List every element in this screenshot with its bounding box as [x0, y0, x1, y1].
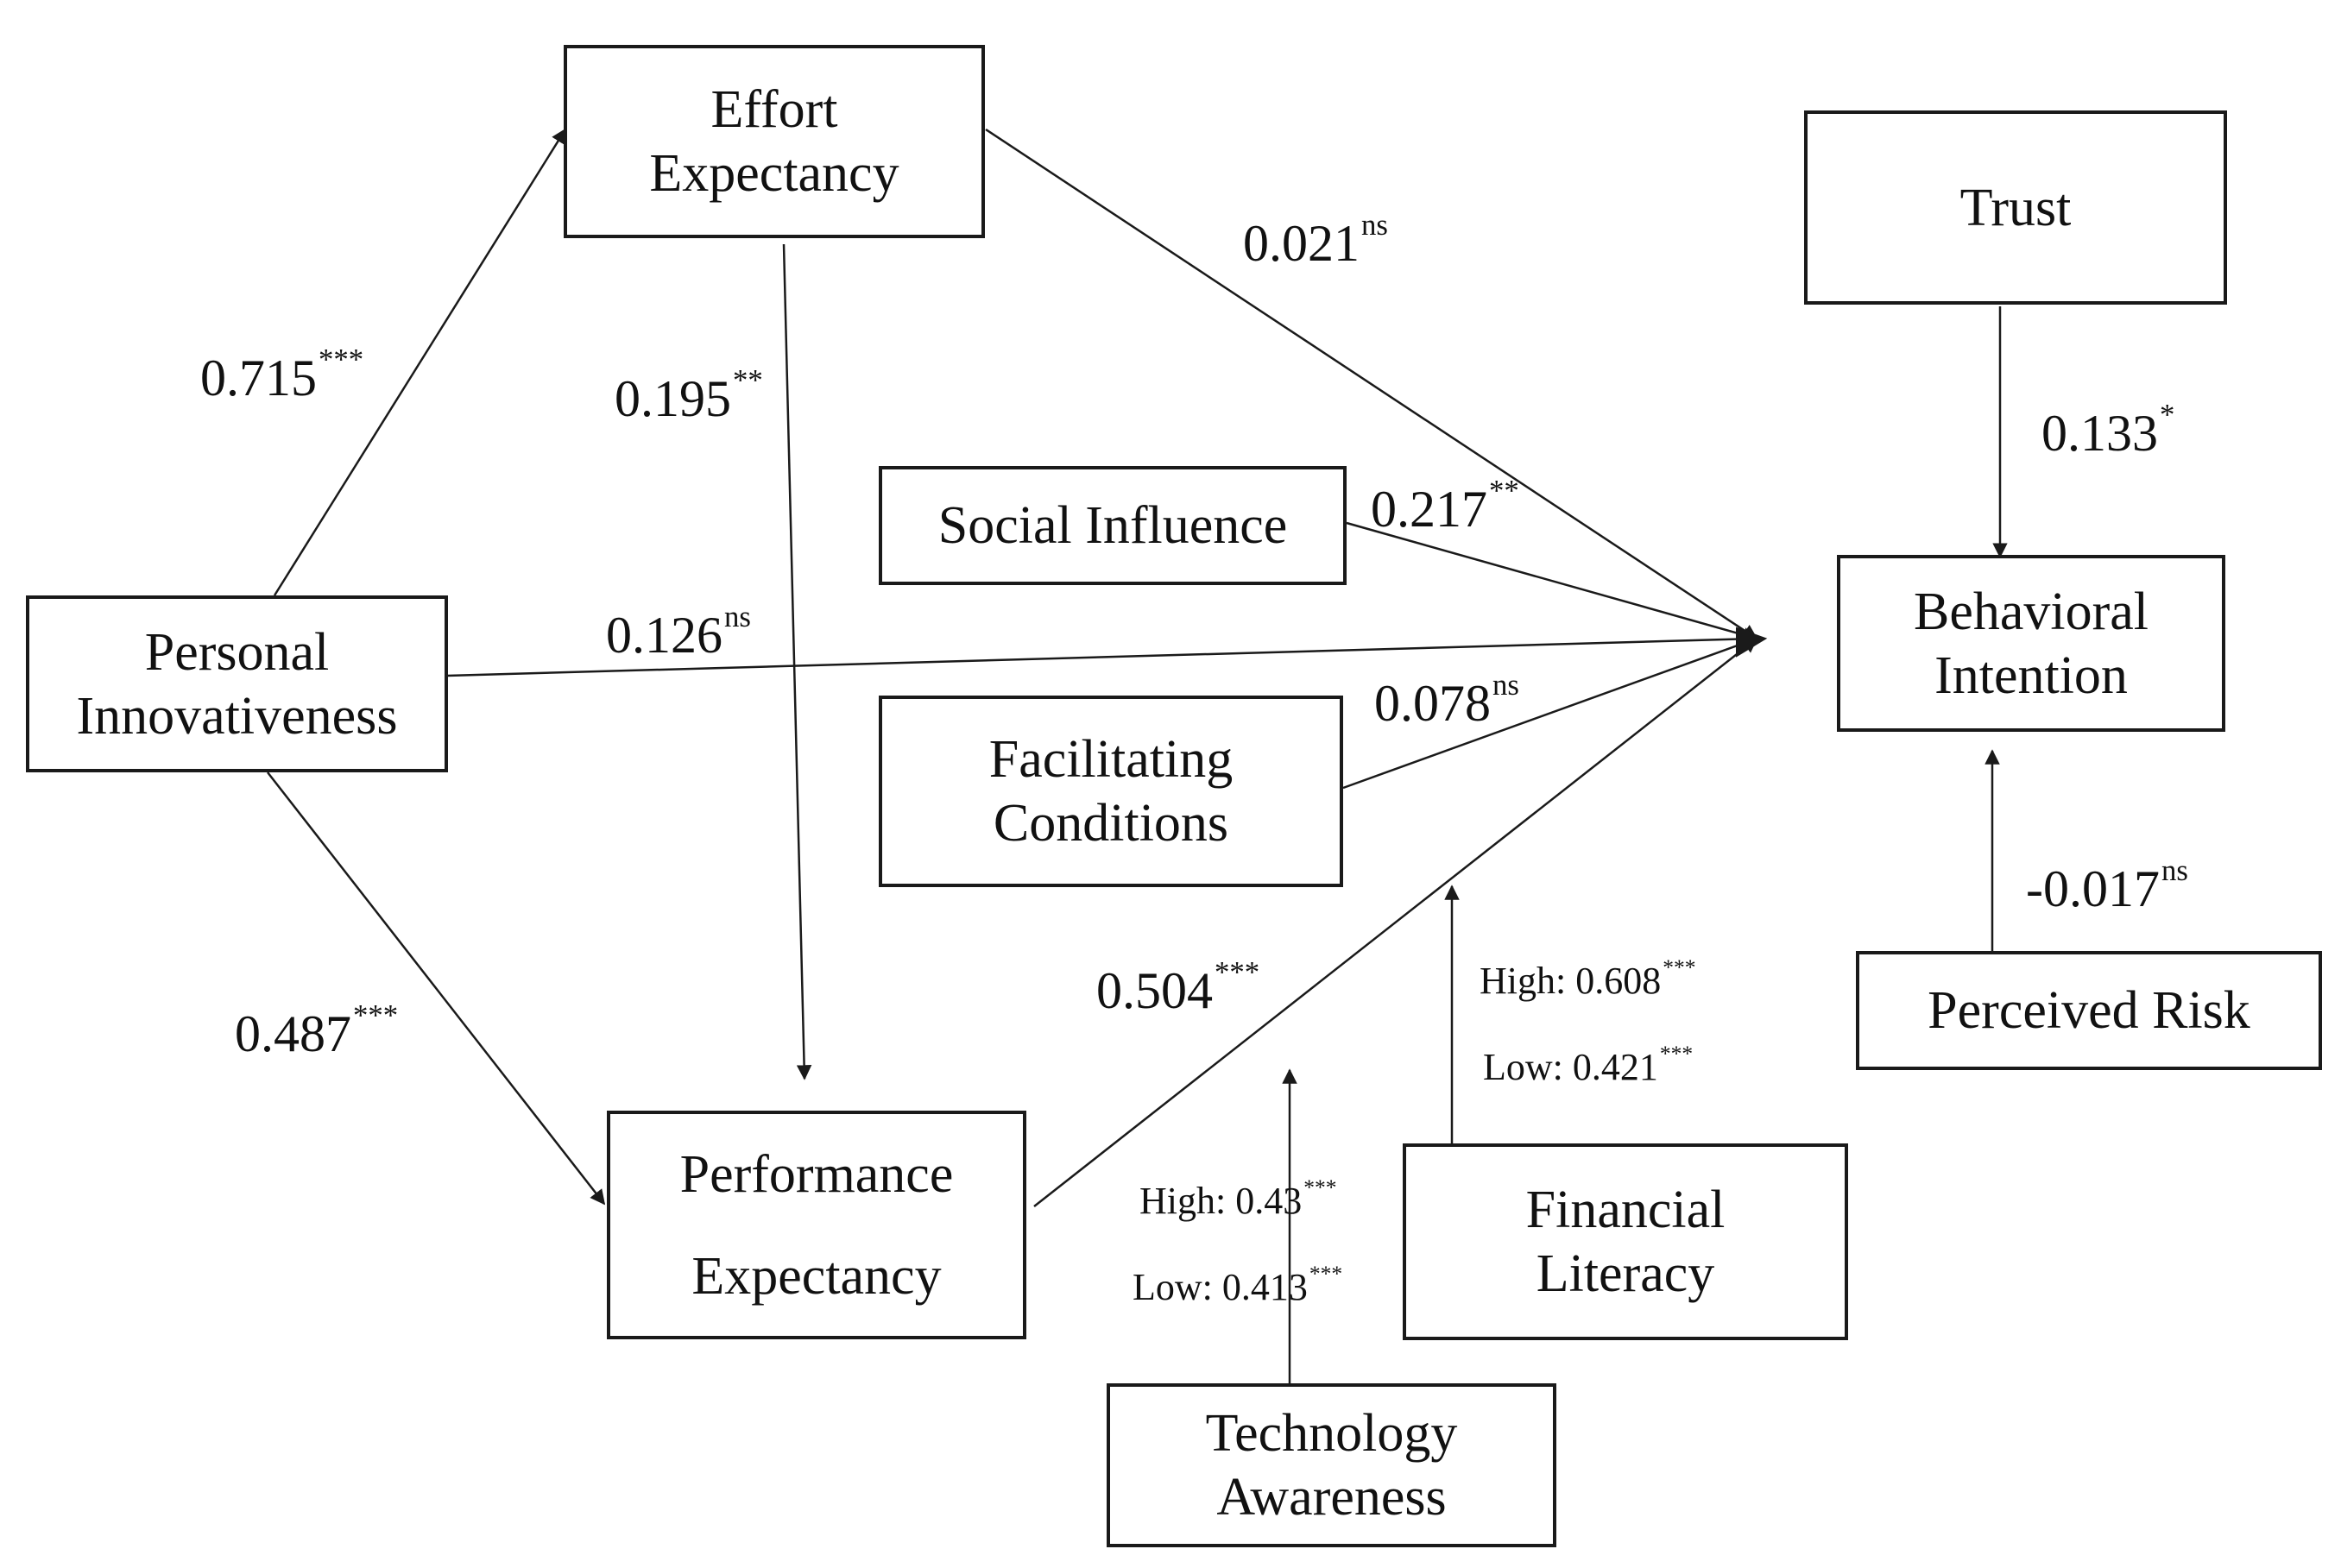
node-label-line: Personal	[144, 622, 330, 682]
coef-fc-bi: 0.078ns	[1374, 668, 1519, 732]
node-label-line: Awareness	[1216, 1468, 1447, 1527]
node-label-line: Trust	[1959, 178, 2072, 237]
mod-tech-low: Low: 0.413***	[1133, 1261, 1343, 1308]
arrow-fc-to-bi	[1342, 636, 1758, 790]
arrow-ee-to-pe	[782, 243, 812, 1080]
node-label-line: Financial	[1525, 1181, 1726, 1239]
node-label-line: Innovativeness	[76, 686, 398, 746]
mod-financial-low: Low: 0.421***	[1483, 1041, 1694, 1088]
node-label-line: Effort	[710, 80, 838, 139]
mod-financial-high: High: 0.608***	[1480, 954, 1696, 1002]
coef-pi-pe: 0.487***	[235, 998, 399, 1062]
node-label-line: Intention	[1934, 645, 2128, 705]
arrow-pi-to-bi	[446, 631, 1758, 677]
coef-pi-ee: 0.715***	[200, 343, 364, 406]
node-trust: Trust	[1804, 110, 2227, 305]
mod-tech-high: High: 0.43***	[1139, 1174, 1337, 1222]
coef-pi-bi: 0.126ns	[606, 600, 751, 664]
node-social-influence: Social Influence	[879, 466, 1347, 585]
arrow-si-to-bi	[1346, 521, 1758, 643]
arrow-pi-to-pe	[267, 771, 606, 1206]
coef-ee-pe: 0.195**	[615, 363, 763, 427]
node-label-line: Literacy	[1536, 1244, 1715, 1303]
node-label-line: Expectancy	[649, 144, 899, 203]
node-label-line: Facilitating	[988, 730, 1234, 789]
arrow-pi-to-ee	[273, 128, 567, 596]
coef-trust-bi: 0.133*	[2041, 398, 2175, 462]
coef-ee-bi: 0.021ns	[1243, 208, 1388, 272]
coef-si-bi: 0.217**	[1371, 474, 1519, 538]
arrow-pe-to-bi	[1033, 637, 1758, 1207]
node-label-line: Conditions	[993, 794, 1229, 853]
node-perceived-risk: Perceived Risk	[1856, 951, 2322, 1070]
node-label-line: Social Influence	[937, 496, 1288, 555]
coef-pe-bi: 0.504***	[1096, 955, 1260, 1019]
bi-arrow-convergence-head	[1736, 627, 1768, 658]
node-label-line: Behavioral	[1913, 582, 2149, 641]
node-label-line: Technology	[1205, 1404, 1458, 1463]
arrow-ee-to-bi	[985, 128, 1758, 640]
node-label-line: Performance	[679, 1144, 954, 1204]
node-label-line: Expectancy	[691, 1246, 942, 1306]
node-label-line: Perceived Risk	[1928, 981, 2250, 1040]
coef-risk-bi: -0.017ns	[2026, 853, 2188, 917]
